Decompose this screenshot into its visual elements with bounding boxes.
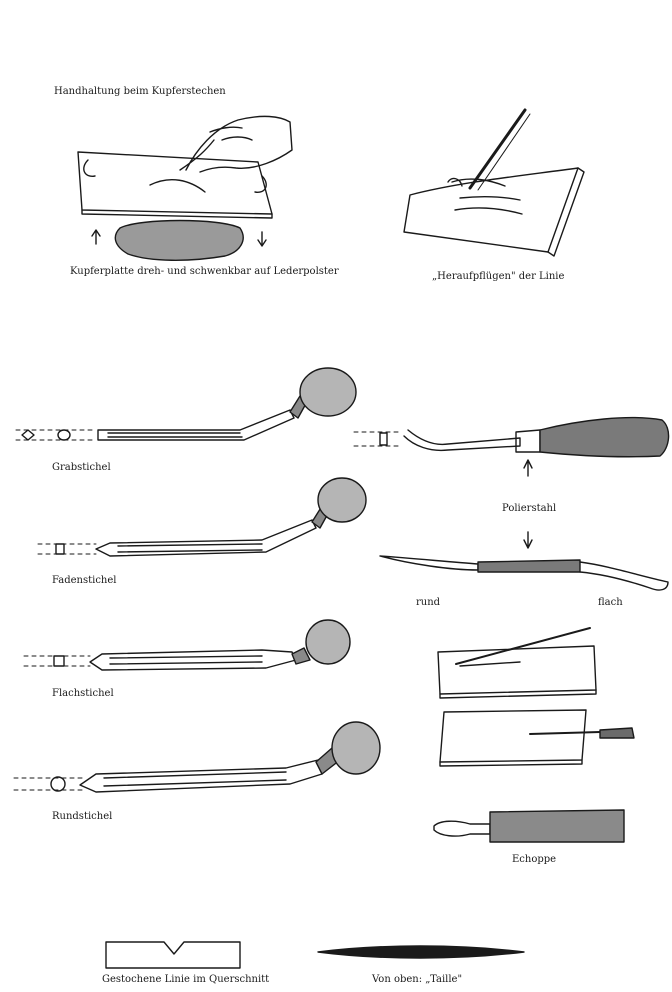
grabstichel-label: Grabstichel — [52, 462, 111, 473]
echoppe-drawing — [434, 810, 624, 842]
echoppe-plate-2 — [440, 710, 634, 766]
grabstichel-drawing — [16, 368, 356, 440]
ploughing-caption: „Heraufpflügen" der Linie — [432, 271, 564, 282]
flachstichel-label: Flachstichel — [52, 688, 114, 699]
taille-caption: Von oben: „Taille" — [372, 974, 462, 985]
polierstahl-double-drawing — [380, 532, 668, 590]
title-caption: Handhaltung beim Kupferstechen — [54, 86, 226, 97]
rundstichel-label: Rundstichel — [52, 811, 112, 822]
rundstichel-drawing — [14, 722, 380, 792]
cross-section-caption: Gestochene Linie im Querschnitt — [102, 974, 269, 985]
flach-label: flach — [598, 597, 623, 608]
plate-rotate-caption: Kupferplatte dreh- und schwenkbar auf Le… — [70, 266, 339, 277]
flachstichel-drawing — [24, 620, 350, 670]
ploughing-drawing — [404, 110, 584, 256]
polierstahl-drawing — [354, 418, 669, 476]
echoppe-label: Echoppe — [512, 854, 556, 865]
polierstahl-label: Polierstahl — [502, 503, 556, 514]
hand-engraving-drawing — [78, 116, 292, 260]
cross-section-drawing — [106, 942, 240, 968]
fadenstichel-label: Fadenstichel — [52, 575, 117, 586]
fadenstichel-drawing — [38, 478, 366, 556]
rund-label: rund — [416, 597, 440, 608]
taille-drawing — [318, 946, 524, 958]
echoppe-plate-1 — [438, 628, 596, 698]
